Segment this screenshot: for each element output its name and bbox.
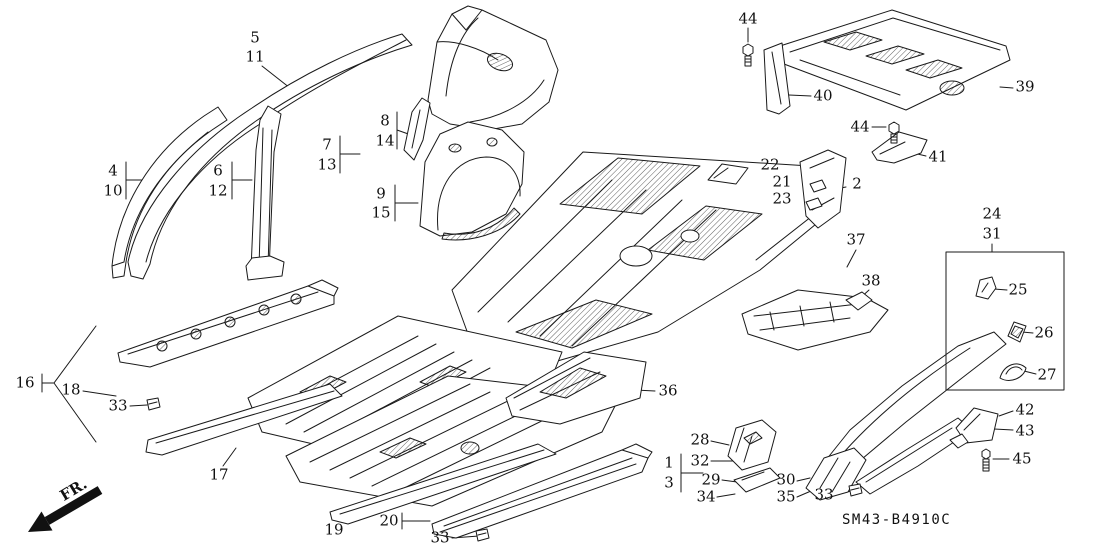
- part-rear-wheelhouse: [419, 121, 525, 241]
- part-clip-27: [999, 363, 1027, 381]
- part-front-pillar-inner: [111, 106, 228, 279]
- part-center-pillar-inner: [245, 105, 285, 281]
- part-shelf-side-panel: [763, 42, 791, 115]
- part-side-sill-17: [145, 383, 343, 456]
- part-bolt-44-left: [742, 43, 754, 67]
- part-rear-floor-panel: [451, 151, 843, 363]
- part-quarter-panel-inner: [427, 5, 559, 131]
- part-clip-26: [1007, 321, 1027, 343]
- part-bracket-30-35: [805, 447, 867, 501]
- part-side-sill-19: [329, 443, 557, 525]
- part-clip-33-right: [848, 483, 863, 497]
- part-clip-33-bottom: [475, 528, 490, 542]
- part-clip-25: [975, 276, 997, 300]
- part-side-sill-inner-18: [117, 279, 339, 368]
- part-rear-panel-brackets-21-23: [799, 149, 847, 229]
- front-direction-arrow: FR.: [28, 475, 103, 532]
- part-bracket-42-43: [949, 407, 999, 449]
- part-floor-tunnel-36: [505, 351, 647, 425]
- part-shelf-bracket: [871, 131, 928, 164]
- part-rear-shelf: [779, 9, 1011, 111]
- part-bracket-22: [707, 163, 749, 185]
- part-bolt-45: [981, 448, 991, 472]
- part-bolt-44-right: [888, 121, 900, 144]
- part-clip-33-left: [146, 397, 161, 411]
- part-roof-rail-bracket: [403, 97, 431, 161]
- part-bracket-28-32: [727, 419, 777, 471]
- part-side-sill-20: [431, 443, 653, 539]
- diagram-code: SM43-B4910C: [842, 512, 952, 528]
- part-plate-29-34: [733, 467, 781, 493]
- parts-box-24-31: [945, 251, 1065, 391]
- part-bracket-38: [845, 291, 873, 311]
